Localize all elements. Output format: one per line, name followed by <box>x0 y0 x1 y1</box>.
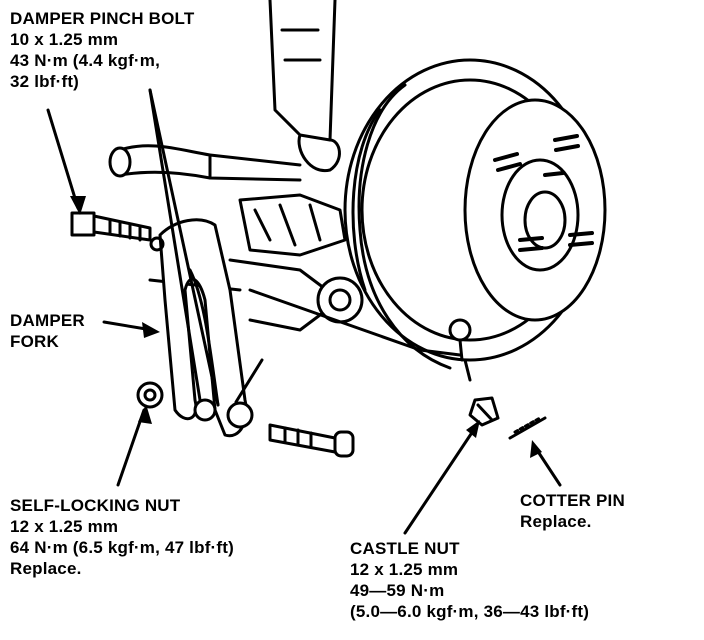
self-locking-nut-callout: SELF-LOCKING NUT 12 x 1.25 mm 64 N·m (6.… <box>10 495 234 579</box>
cotter-pin-replace: Replace. <box>520 512 592 531</box>
self-locking-nut-size: 12 x 1.25 mm <box>10 517 119 536</box>
damper-fork <box>158 218 254 438</box>
castle-nut-size: 12 x 1.25 mm <box>350 560 459 579</box>
cotter-pin <box>508 416 547 440</box>
upper-link <box>108 144 302 182</box>
castle-nut <box>468 396 500 427</box>
damper-pinch-bolt-torque: 43 N·m (4.4 kgf·m, <box>10 51 161 70</box>
damper-pinch-bolt-title: DAMPER PINCH BOLT <box>10 9 195 28</box>
castle-nut-torque-units: (5.0—6.0 kgf·m, 36—43 lbf·ft) <box>350 602 590 621</box>
self-locking-nut-title: SELF-LOCKING NUT <box>10 496 181 515</box>
pinch-bolt <box>70 211 165 252</box>
damper-fork-line1: DAMPER <box>10 311 85 330</box>
brake-disc <box>343 58 607 370</box>
damper-fork-line2: FORK <box>10 332 59 351</box>
castle-nut-torque: 49—59 N·m <box>350 581 445 600</box>
self-locking-nut-torque: 64 N·m (6.5 kgf·m, 47 lbf·ft) <box>10 538 234 557</box>
castle-nut-title: CASTLE NUT <box>350 539 460 558</box>
damper-pinch-bolt-torque-lbf: 32 lbf·ft) <box>10 72 80 91</box>
cotter-pin-title: COTTER PIN <box>520 491 625 510</box>
damper-fork-callout: DAMPER FORK <box>10 310 85 352</box>
fork-bolt <box>268 423 355 458</box>
ball-joint <box>448 318 472 382</box>
cotter-pin-callout: COTTER PIN Replace. <box>520 490 625 532</box>
knuckle <box>148 193 462 357</box>
damper-strut <box>268 0 341 173</box>
castle-nut-callout: CASTLE NUT 12 x 1.25 mm 49—59 N·m (5.0—6… <box>350 538 589 622</box>
arrowheads <box>70 196 542 458</box>
self-locking-nut-replace: Replace. <box>10 559 82 578</box>
self-locking-nut <box>136 381 164 409</box>
wheel-studs <box>493 134 594 252</box>
damper-pinch-bolt-size: 10 x 1.25 mm <box>10 30 119 49</box>
damper-pinch-bolt-callout: DAMPER PINCH BOLT 10 x 1.25 mm 43 N·m (4… <box>10 8 194 92</box>
